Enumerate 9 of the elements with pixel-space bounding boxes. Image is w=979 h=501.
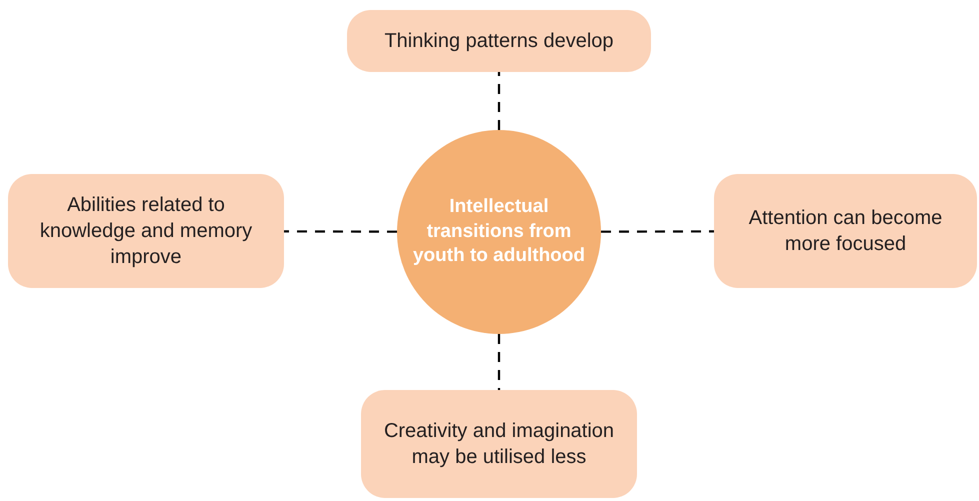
center-circle: Intellectual transitions from youth to adulthood: [397, 130, 601, 334]
connector-line: [498, 72, 500, 130]
topic-box: Thinking patterns develop: [347, 10, 651, 72]
connector-line: [601, 230, 714, 233]
connector-line: [498, 334, 500, 390]
topic-box: Creativity and imagination may be utilised less: [361, 390, 637, 498]
topic-box: Attention can become more focused: [714, 174, 977, 288]
topic-box: Abilities related to knowledge and memory improve: [8, 174, 284, 288]
connector-line: [284, 230, 397, 233]
